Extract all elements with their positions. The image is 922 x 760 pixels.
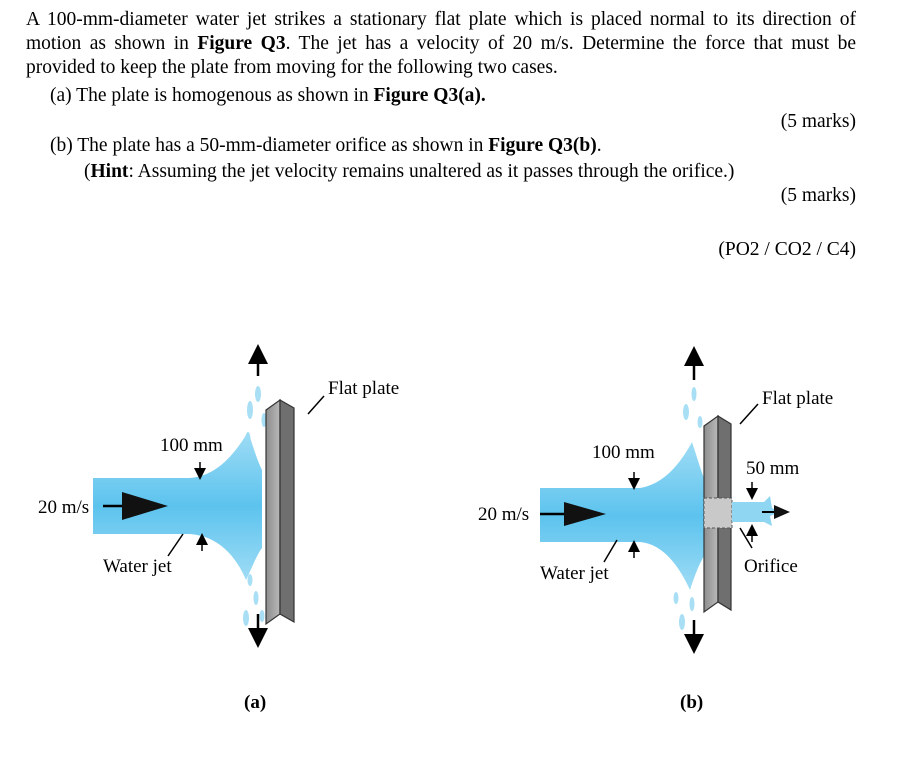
orifice-leader-b <box>739 527 753 549</box>
velocity-label-b: 20 m/s <box>478 504 529 525</box>
figure-a: Flat plate 100 mm 20 m/s Water jet (a) <box>38 344 399 713</box>
orifice-jet-b <box>732 496 780 526</box>
velocity-arrow-b <box>540 502 606 526</box>
part-b-marks: (5 marks) <box>780 185 856 206</box>
hint-label: Hint <box>90 161 129 182</box>
water-jet-b <box>540 442 704 590</box>
jet-label-b: Water jet <box>540 563 609 584</box>
part-a-text: (a) The plate is homogenous as shown in <box>50 85 374 106</box>
intro-text-1: A 100-mm-diameter water jet strikes a st… <box>26 9 856 54</box>
orifice-flow-arrow-b <box>762 505 790 519</box>
flat-plate-b <box>703 414 733 614</box>
orifice-label-b: Orifice <box>744 556 798 577</box>
intro-figure-ref: Figure Q3 <box>197 33 286 54</box>
jet-label-a: Water jet <box>103 556 172 577</box>
jet-leader-b <box>603 539 618 563</box>
orifice-hole-b <box>703 497 733 529</box>
part-a-figure-ref: Figure Q3(a). <box>373 85 486 106</box>
water-jet-a <box>93 432 262 580</box>
part-b-figure-ref: Figure Q3(b) <box>488 135 597 156</box>
diameter-label-a: 100 mm <box>160 435 223 456</box>
figure-q3: Flat plate 100 mm 20 m/s Water jet (a) <box>38 344 833 713</box>
question-intro: A 100-mm-diameter water jet strikes a st… <box>26 8 856 80</box>
part-b: (b) The plate has a 50-mm-diameter orifi… <box>50 134 602 158</box>
hint-open: ( <box>84 161 91 182</box>
flat-plate-a <box>265 398 295 626</box>
velocity-arrow-a <box>103 492 168 520</box>
part-a: (a) The plate is homogenous as shown in … <box>50 84 486 108</box>
intro-text-2: . The jet has a velocity of 20 m/s. Dete… <box>26 33 856 78</box>
hint-text: : Assuming the jet velocity remains unal… <box>128 161 735 182</box>
outcomes-label: (PO2 / CO2 / C4) <box>718 239 856 260</box>
plate-leader-b <box>739 403 759 425</box>
orifice-diameter-label-b: 50 mm <box>746 458 800 479</box>
plate-label-b: Flat plate <box>762 388 833 409</box>
diameter-label-b: 100 mm <box>592 442 655 463</box>
plate-leader-a <box>307 395 325 415</box>
spray-droplets-b <box>673 387 703 630</box>
part-b-end: . <box>596 135 602 156</box>
hint: (Hint: Assuming the jet velocity remains… <box>84 160 734 184</box>
caption-b: (b) <box>680 692 703 713</box>
jet-leader-a <box>167 533 184 557</box>
figure-b: Flat plate 100 mm 50 mm 20 m/s Water jet… <box>478 346 833 713</box>
part-a-marks: (5 marks) <box>780 111 856 132</box>
velocity-label-a: 20 m/s <box>38 497 89 518</box>
caption-a: (a) <box>244 692 266 713</box>
plate-label-a: Flat plate <box>328 378 399 399</box>
part-b-text: (b) The plate has a 50-mm-diameter orifi… <box>50 135 489 156</box>
